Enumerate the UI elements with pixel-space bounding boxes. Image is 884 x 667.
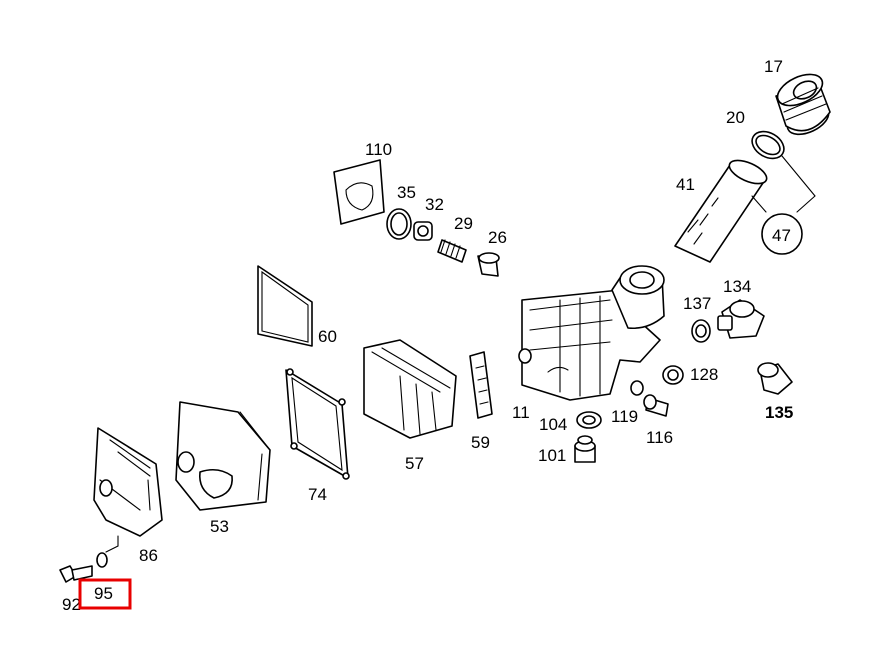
label-137[interactable]: 137 (683, 294, 711, 313)
part-137-seal-ring[interactable] (691, 319, 711, 343)
part-119-washer[interactable] (630, 380, 644, 396)
label-110[interactable]: 110 (365, 140, 392, 159)
label-41[interactable]: 41 (676, 175, 695, 194)
label-92[interactable]: 92 (62, 595, 81, 614)
part-95-washer[interactable] (96, 552, 108, 568)
part-32-valve[interactable] (413, 221, 433, 241)
part-29-spring[interactable] (437, 239, 467, 263)
label-116[interactable]: 116 (646, 428, 673, 447)
part-92-bolt[interactable] (59, 565, 93, 583)
part-110-gasket[interactable] (333, 159, 385, 225)
part-74-gasket[interactable] (285, 368, 350, 480)
label-32[interactable]: 32 (425, 195, 444, 214)
label-128[interactable]: 128 (690, 365, 718, 384)
part-86-oil-pan[interactable] (93, 427, 163, 553)
label-135[interactable]: 135 (765, 403, 793, 422)
part-134-sensor[interactable] (717, 299, 765, 339)
label-101[interactable]: 101 (538, 446, 566, 465)
label-35[interactable]: 35 (397, 183, 416, 202)
label-95[interactable]: 95 (94, 584, 113, 603)
label-74[interactable]: 74 (308, 485, 327, 504)
part-26-plug[interactable] (477, 252, 500, 277)
label-20[interactable]: 20 (726, 108, 745, 127)
label-53[interactable]: 53 (210, 517, 229, 536)
kit-47-leaders (751, 155, 816, 255)
label-29[interactable]: 29 (454, 214, 473, 233)
part-116-screw[interactable] (643, 394, 669, 417)
part-104-sealing-ring[interactable] (576, 411, 602, 429)
part-11-oil-filter-housing[interactable] (518, 265, 665, 401)
part-59-baffle-strip[interactable] (469, 351, 493, 419)
part-135-pressure-switch[interactable] (757, 362, 793, 395)
label-119[interactable]: 119 (611, 407, 638, 426)
label-17[interactable]: 17 (764, 57, 783, 76)
label-104[interactable]: 104 (539, 415, 567, 434)
label-26[interactable]: 26 (488, 228, 507, 247)
label-134[interactable]: 134 (723, 277, 751, 296)
label-47[interactable]: 47 (772, 226, 791, 245)
highlight-box-95 (78, 578, 132, 610)
part-35-snap-ring[interactable] (386, 208, 412, 240)
label-57[interactable]: 57 (405, 454, 424, 473)
part-57-baffle-plate[interactable] (363, 339, 457, 439)
part-53-cover[interactable] (175, 401, 271, 511)
part-128-plug[interactable] (662, 365, 684, 385)
part-60-gasket[interactable] (257, 265, 313, 347)
label-11[interactable]: 11 (512, 403, 530, 422)
part-101-drain-plug[interactable] (574, 435, 596, 463)
label-86[interactable]: 86 (139, 546, 158, 565)
part-20-o-ring[interactable] (747, 126, 788, 164)
label-59[interactable]: 59 (471, 433, 490, 452)
label-60[interactable]: 60 (318, 327, 337, 346)
part-17-filter-cap[interactable] (773, 68, 833, 140)
part-41-filter-element[interactable] (674, 156, 770, 263)
